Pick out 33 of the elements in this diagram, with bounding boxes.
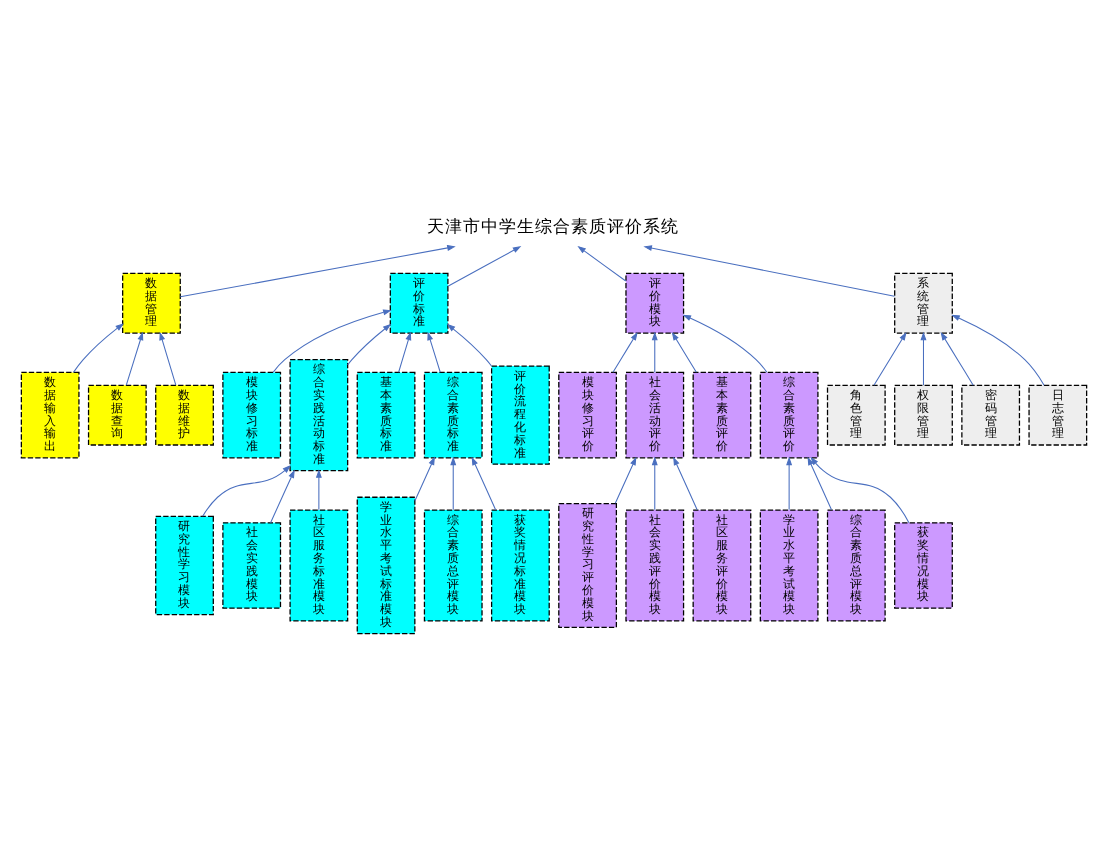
arrow (125, 331, 144, 386)
arrow (810, 456, 910, 524)
arrow (873, 331, 907, 386)
arrow (450, 456, 457, 511)
arrow (651, 331, 658, 373)
arrow (612, 331, 638, 373)
arrow (940, 331, 974, 386)
arrow (643, 245, 895, 297)
node-text: 天津市中学生综合素质评价系统 (427, 217, 680, 238)
arrow (671, 331, 697, 373)
arrow (347, 323, 392, 366)
arrow (471, 456, 497, 511)
arrow (786, 456, 793, 511)
arrow (179, 245, 456, 298)
arrow (72, 323, 124, 373)
arrow (807, 456, 832, 511)
arrow (427, 331, 441, 373)
arrow (202, 464, 291, 517)
arrow (651, 456, 658, 511)
arrow (414, 456, 435, 502)
arrow (272, 309, 392, 373)
arrow (447, 246, 522, 287)
arrow (951, 314, 1045, 386)
arrow (159, 331, 177, 386)
arrow (315, 469, 322, 511)
arrow (398, 331, 412, 373)
arrow (577, 245, 627, 282)
arrow (682, 314, 768, 373)
arrow (614, 456, 637, 504)
arrow (446, 323, 492, 367)
arrow (673, 456, 698, 511)
arrow (270, 469, 295, 524)
arrow (920, 331, 927, 386)
